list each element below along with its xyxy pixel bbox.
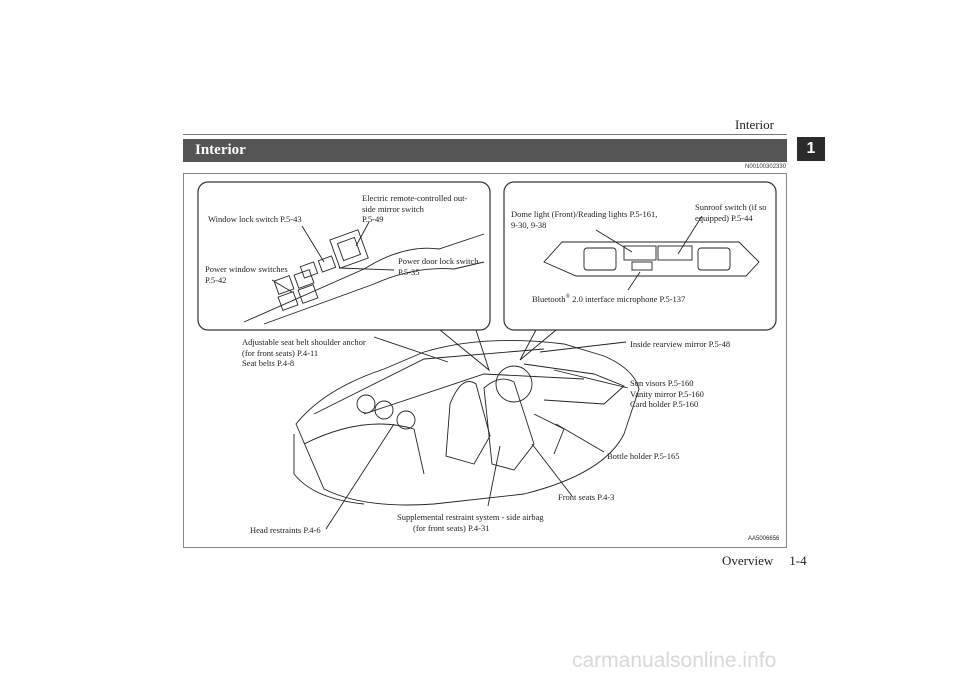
mirror-switch-knob xyxy=(336,236,362,262)
page-footer: Overview 1-4 xyxy=(722,553,807,569)
mic-grille xyxy=(631,261,653,271)
leader-head-restraints xyxy=(325,423,395,530)
callout-mirror-switch-line-3: P.5-49 xyxy=(362,214,384,224)
leader-door-lock xyxy=(338,267,395,271)
bluetooth-word: Bluetooth xyxy=(532,293,566,304)
callout-dome-light-line-2: 9-30, 9-38 xyxy=(511,219,547,230)
leader-side-airbag xyxy=(487,445,501,507)
door-inset-pointer xyxy=(439,329,490,372)
figure-frame xyxy=(183,173,787,548)
callout-power-window-line-1: Power window switches xyxy=(205,264,288,274)
callout-sunroof-line-2: equipped) P.5-44 xyxy=(695,212,753,223)
overhead-console xyxy=(543,241,760,277)
window-switch-2 xyxy=(293,269,315,289)
footer-page-number: 1-4 xyxy=(789,553,807,568)
belt-line xyxy=(363,373,585,415)
callout-sun-visors: Sun visors P.5-160 Vanity mirror P.5-160… xyxy=(630,378,704,410)
window-switch-4 xyxy=(297,284,319,304)
page-header-title: Interior xyxy=(735,117,774,132)
callout-side-airbag-line-1: Supplemental restraint system - side air… xyxy=(397,512,544,522)
bluetooth-rest: 2.0 interface microphone P.5-137 xyxy=(570,293,686,304)
registered-mark: ® xyxy=(565,294,571,300)
leader-rearview xyxy=(539,341,627,353)
steering-wheel xyxy=(495,365,533,403)
callout-side-airbag: Supplemental restraint system - side air… xyxy=(397,512,544,533)
leader-dome-light xyxy=(595,229,633,253)
callout-mirror-switch: Electric remote-controlled out- side mir… xyxy=(362,193,467,225)
callout-seat-belt-line-3: Seat belts P.4-8 xyxy=(242,358,295,368)
ceiling-inset-pointer xyxy=(519,329,557,361)
callout-door-lock-line-2: P.5-35 xyxy=(398,266,420,277)
rear-headrest-3 xyxy=(396,410,416,430)
leader-mirror-switch xyxy=(355,221,370,247)
leader-front-seats xyxy=(531,443,573,497)
leader-power-window xyxy=(271,279,293,293)
footer-section: Overview xyxy=(722,553,774,568)
callout-power-window: Power window switches P.5-42 xyxy=(205,264,288,285)
callout-seat-belt-line-1: Adjustable seat belt shoulder anchor xyxy=(242,337,366,347)
front-seat-right xyxy=(483,378,535,471)
callout-rearview-mirror: Inside rearview mirror P.5-48 xyxy=(630,339,731,349)
ceiling-inset xyxy=(503,181,777,331)
watermark: carmanualsonline.info xyxy=(572,649,777,672)
section-banner: Interior xyxy=(183,139,787,162)
interior-illustration xyxy=(197,181,777,530)
callout-sun-visors-line-1: Sun visors P.5-160 xyxy=(630,378,694,388)
mirror-switch-pad xyxy=(329,229,369,269)
window-switch-3 xyxy=(277,291,299,311)
dome-lens xyxy=(623,245,657,261)
callout-bottle-holder: Bottle holder P.5-165 xyxy=(607,451,680,461)
sunroof-switch xyxy=(657,245,693,261)
leader-sunroof xyxy=(677,215,703,255)
callout-seat-belt-line-2: (for front seats) P.4-11 xyxy=(242,347,319,358)
right-lamp xyxy=(697,247,731,271)
leader-sun-visors xyxy=(553,369,629,389)
callout-vanity-mirror: Vanity mirror P.5-160 xyxy=(630,388,704,399)
leader-bottle-holder xyxy=(555,423,605,453)
callout-front-seats: Front seats P.4-3 xyxy=(558,492,615,502)
callout-dome-light-line-1: Dome light (Front)/Reading lights P.5-16… xyxy=(511,209,658,219)
door-lock-switch xyxy=(317,255,337,273)
roof-rail xyxy=(313,348,545,415)
callout-mirror-switch-line-2: side mirror switch xyxy=(362,203,424,214)
callout-sunroof-line-1: Sunroof switch (if so xyxy=(695,202,767,212)
callout-card-holder: Card holder P.5-160 xyxy=(630,399,699,409)
rear-headrest-2 xyxy=(374,400,394,420)
callout-bluetooth-mic: Bluetooth® 2.0 interface microphone P.5-… xyxy=(532,292,685,304)
callout-door-lock: Power door lock switch P.5-35 xyxy=(398,256,479,277)
callout-door-lock-line-1: Power door lock switch xyxy=(398,256,479,266)
callout-dome-light: Dome light (Front)/Reading lights P.5-16… xyxy=(511,209,657,230)
door-trim-line xyxy=(243,233,485,323)
rear-bumper xyxy=(293,434,365,505)
callout-sunroof: Sunroof switch (if so equipped) P.5-44 xyxy=(695,202,767,223)
left-lamp xyxy=(583,247,617,271)
callout-side-airbag-line-2: (for front seats) P.4-31 xyxy=(413,522,490,533)
figure-code: AA5006656 xyxy=(748,536,780,542)
callout-power-window-line-2: P.5-42 xyxy=(205,274,227,285)
leader-seat-belt xyxy=(373,336,449,363)
leader-bluetooth xyxy=(627,271,641,291)
callout-seat-belt: Adjustable seat belt shoulder anchor (fo… xyxy=(242,337,366,369)
window-switch-1 xyxy=(273,275,295,295)
callout-head-restraints: Head restraints P.4-6 xyxy=(250,525,321,535)
callout-window-lock: Window lock switch P.5-43 xyxy=(208,214,302,224)
callout-mirror-switch-line-1: Electric remote-controlled out- xyxy=(362,193,468,203)
chapter-tab: 1 xyxy=(797,137,825,161)
front-seat-left xyxy=(445,381,491,465)
leader-window-lock xyxy=(301,225,325,263)
dashboard xyxy=(523,363,625,405)
center-console xyxy=(533,413,565,455)
rear-headrest-1 xyxy=(356,394,376,414)
header-rule xyxy=(183,134,787,135)
rear-seat xyxy=(303,423,425,475)
door-trim-line-2 xyxy=(263,261,485,325)
door-switch-inset xyxy=(197,181,491,331)
doc-code: N00100302330 xyxy=(745,164,787,170)
car-body-outline xyxy=(295,339,640,506)
